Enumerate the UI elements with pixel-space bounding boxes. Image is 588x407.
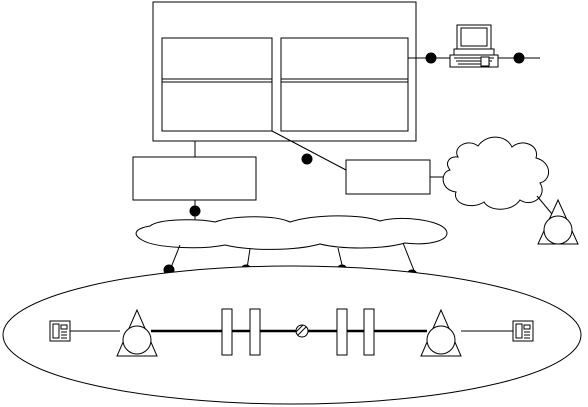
control-unit-box: [132, 156, 257, 201]
segment-unit: [221, 308, 233, 356]
control-to-backbone-link: [189, 200, 201, 221]
link-node: [301, 153, 313, 165]
cloud-to-station-line: [536, 195, 553, 215]
computer-outbound-link: [498, 52, 540, 64]
repeater-icon: [295, 324, 309, 338]
central-cabinet: [152, 1, 417, 142]
line-segment-units: [221, 308, 375, 356]
segment-unit: [363, 308, 375, 356]
remote-base-station-icon: [537, 198, 579, 245]
telephone-icon: [49, 320, 71, 342]
link-node: [513, 52, 525, 64]
cabinet-panel-left: [161, 37, 273, 132]
coverage-area-ellipse: [2, 265, 582, 405]
computer-icon: [449, 24, 499, 68]
cabinet-to-gateway-link: [271, 130, 347, 171]
segment-unit: [336, 308, 348, 356]
link-node: [425, 52, 437, 64]
cabinet-panel-right: [280, 37, 409, 132]
gateway-box: [345, 159, 431, 195]
telephone-icon: [512, 320, 534, 342]
base-station-right-icon: [420, 308, 462, 357]
base-station-left-icon: [116, 308, 158, 357]
segment-unit: [249, 308, 261, 356]
link-node: [189, 205, 201, 217]
external-network-cloud: [442, 136, 549, 210]
backbone-network-cloud: [135, 215, 448, 250]
